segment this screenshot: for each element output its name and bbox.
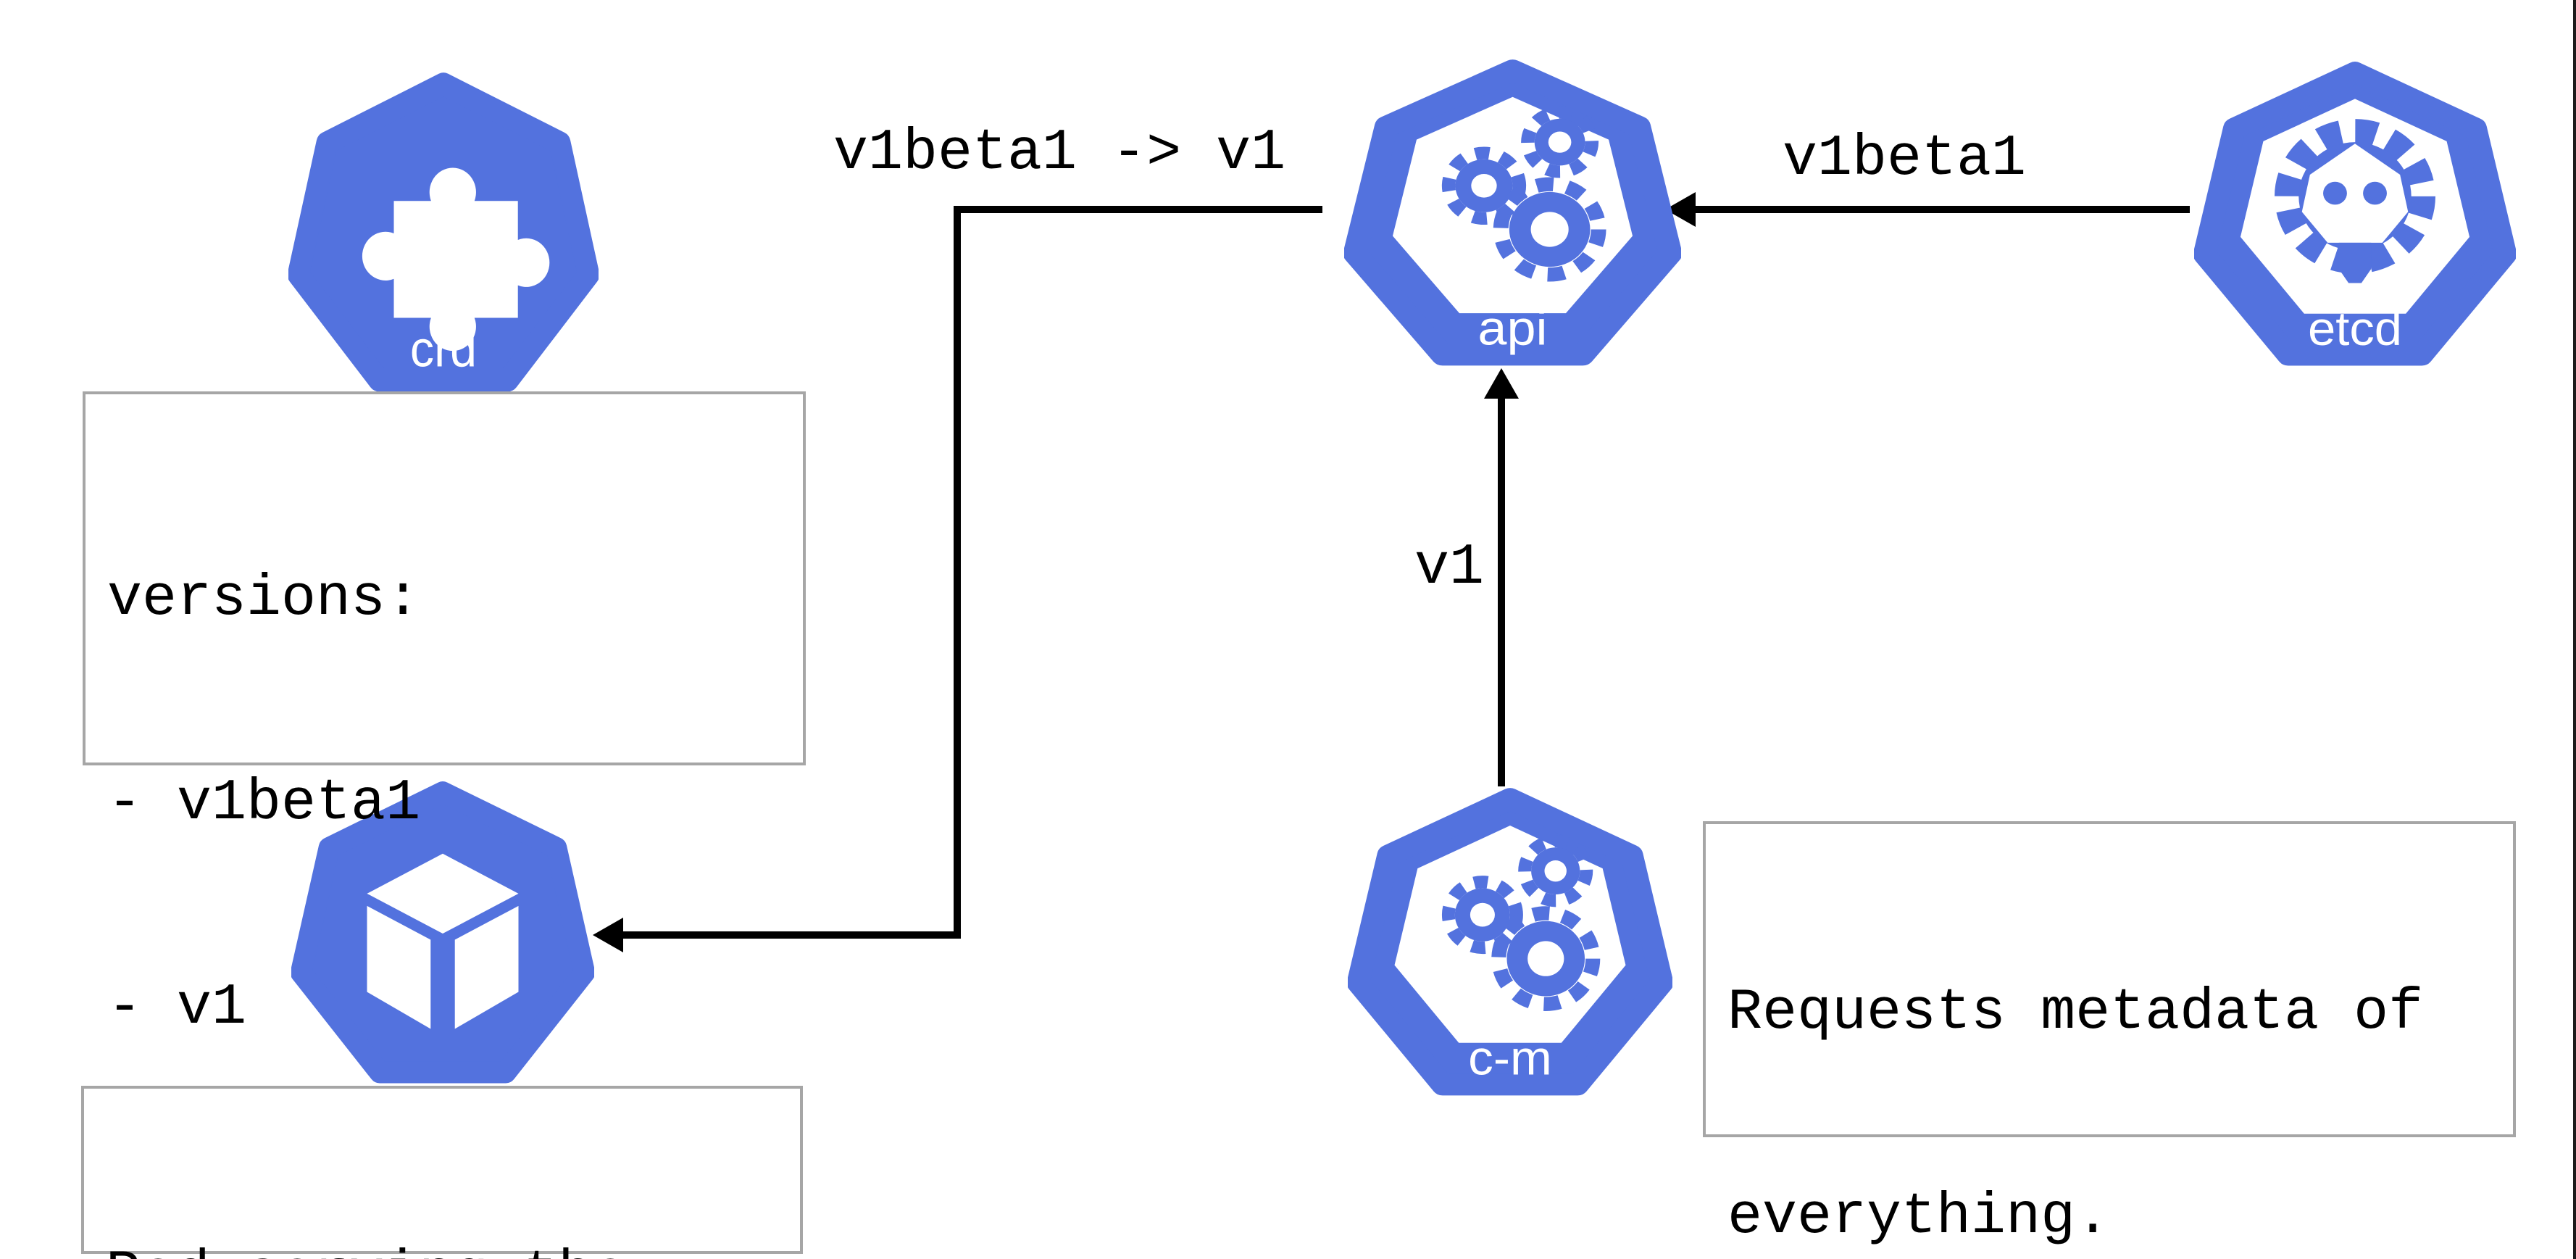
arrow-api-to-webhook: [593, 206, 1322, 952]
etcd-arrow-label: v1beta1: [1783, 126, 2027, 192]
gears-icon: [1441, 834, 1601, 1011]
pod-note-box: Pod serving the conversion webhook: [81, 1086, 803, 1259]
etcd-gear-face-icon: [2275, 119, 2435, 283]
cm-note-line: everything.: [1727, 1184, 2111, 1250]
versions-line: - v1: [107, 975, 247, 1041]
pod-icon: [291, 781, 594, 1084]
pod-note-line: Pod serving the: [106, 1241, 800, 1259]
api-icon-label: api: [1477, 301, 1547, 355]
crd-versions-box: versions: - v1beta1 - v1 storedVersion: …: [83, 391, 806, 1245]
arrow-cm-to-api: [1484, 368, 1519, 786]
cm-arrow-label: v1: [1414, 535, 1485, 601]
etcd-icon: etcd: [2194, 62, 2516, 366]
cm-note-line: Requests metadata of: [1727, 980, 2424, 1046]
cm-note-box: Requests metadata of everything. Version…: [1703, 821, 2516, 1250]
screen-right-edge: [2573, 0, 2576, 1259]
api-icon: api: [1344, 59, 1681, 366]
versions-line: versions:: [107, 566, 421, 632]
crd-icon-label: crd: [410, 322, 477, 378]
crd-icon: crd: [288, 72, 599, 392]
versions-line: - v1beta1: [107, 770, 421, 836]
cm-icon-label: c-m: [1468, 1031, 1552, 1086]
conversion-arrow-label: v1beta1 -> v1: [833, 120, 1286, 186]
puzzle-piece-icon: [362, 167, 550, 352]
cube-icon: [367, 853, 519, 1029]
etcd-icon-label: etcd: [2308, 302, 2402, 356]
controller-manager-icon: c-m: [1348, 788, 1672, 1096]
gears-icon: [1441, 106, 1606, 282]
arrow-etcd-to-api: [1665, 192, 2190, 227]
